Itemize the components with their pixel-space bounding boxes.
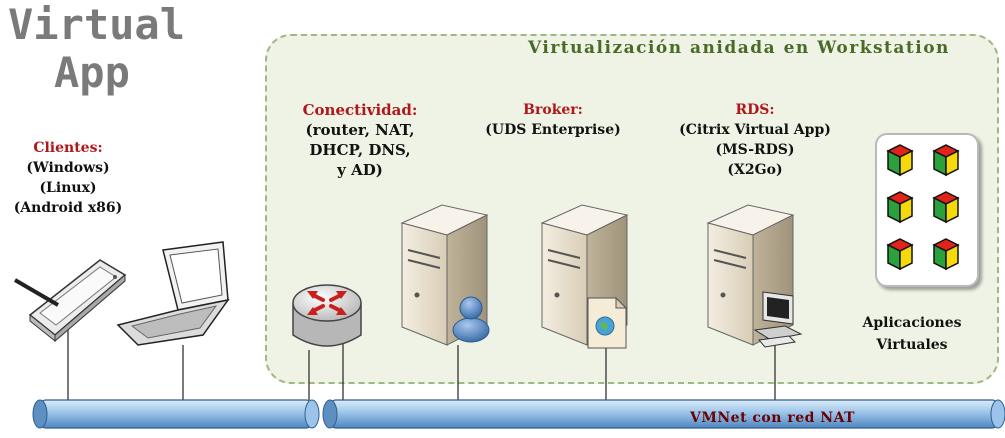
app-cube-icon: [932, 144, 960, 177]
server-rds-icon: [706, 204, 795, 346]
connectivity-line: y AD): [337, 161, 383, 179]
router-icon: [292, 284, 362, 347]
web-document-icon: [587, 296, 628, 349]
virtual-apps-label: Aplicaciones Virtuales: [842, 312, 982, 356]
clients-line: (Android x86): [13, 200, 123, 216]
connection-lines: [67, 322, 776, 400]
network-label: VMNet con red NAT: [690, 410, 856, 426]
network-pipe-left: [32, 399, 320, 429]
rds-line: (MS-RDS): [715, 142, 795, 158]
rds-heading: RDS:: [735, 102, 775, 118]
virtual-apps-label-line1: Aplicaciones: [862, 315, 962, 331]
connectivity-line: (router, NAT,: [305, 121, 415, 139]
clients-line: (Windows): [26, 160, 110, 176]
broker-label: Broker: (UDS Enterprise): [478, 100, 628, 140]
virtual-apps-label-line2: Virtuales: [876, 337, 948, 353]
title-virtual: Virtual: [8, 0, 186, 49]
clients-heading: Clientes:: [33, 140, 103, 156]
app-cube-icon: [886, 238, 914, 271]
virtual-app-cubes: [886, 144, 960, 271]
broker-heading: Broker:: [523, 102, 583, 118]
connectivity-heading: Conectividad:: [302, 101, 418, 119]
connectivity-line: DHCP, DNS,: [309, 141, 411, 159]
user-icon: [452, 296, 490, 343]
server-broker-icon: [540, 204, 629, 346]
app-cube-icon: [886, 191, 914, 224]
connectivity-label: Conectividad: (router, NAT, DHCP, DNS, y…: [290, 100, 430, 180]
clients-label: Clientes: (Windows) (Linux) (Android x86…: [8, 138, 128, 218]
clients-line: (Linux): [39, 180, 97, 196]
rds-line: (X2Go): [727, 162, 783, 178]
app-cube-icon: [932, 191, 960, 224]
network-pipe-right: [322, 399, 1005, 429]
laptop-icon: [116, 241, 230, 346]
workstation-pc-icon: [753, 291, 803, 348]
app-cube-icon: [932, 238, 960, 271]
rds-line: (Citrix Virtual App): [679, 122, 831, 138]
rds-label: RDS: (Citrix Virtual App) (MS-RDS) (X2Go…: [660, 100, 850, 180]
zone-title: Virtualización anidada en Workstation: [528, 38, 950, 58]
app-cube-icon: [886, 144, 914, 177]
broker-line: (UDS Enterprise): [485, 122, 621, 138]
tablet-icon: [13, 259, 127, 343]
title-app: App: [54, 48, 130, 97]
